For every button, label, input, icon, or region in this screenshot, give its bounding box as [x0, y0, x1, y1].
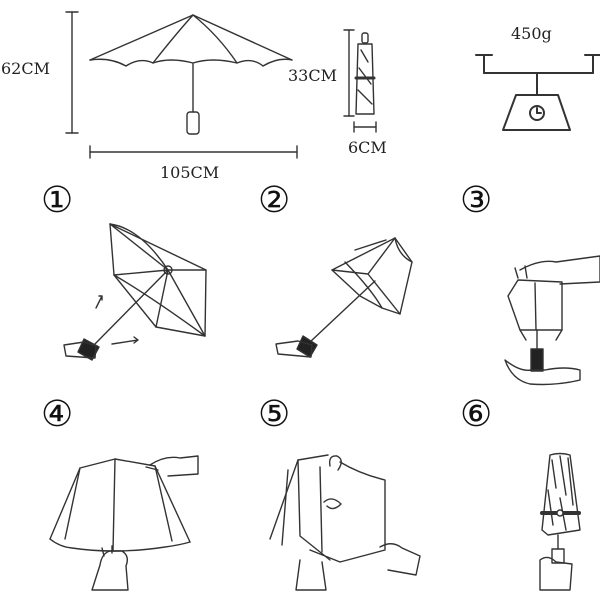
folded-length-label: 33CM [288, 66, 337, 85]
step-2-illustration [275, 237, 413, 358]
step-4-number: ④ [41, 394, 74, 435]
step-5-illustration [269, 454, 421, 591]
step-5-number: ⑤ [258, 394, 291, 435]
step-4-illustration [49, 455, 199, 591]
step-3-illustration [504, 255, 600, 386]
folded-length-dimension-line [343, 29, 355, 117]
weight-scale-icon [475, 54, 600, 131]
weight-label: 450g [511, 24, 552, 43]
folded-width-label: 6CM [348, 138, 387, 157]
length-label: 105CM [160, 163, 220, 182]
height-label: 62CM [1, 59, 50, 78]
step-1-number: ① [41, 180, 74, 221]
folded-umbrella-illustration [354, 32, 376, 115]
height-dimension-line [65, 11, 79, 134]
step-3-number: ③ [460, 180, 493, 221]
step-6-illustration [539, 452, 581, 591]
step-1-illustration [63, 223, 207, 361]
step-6-number: ⑥ [460, 394, 493, 435]
length-dimension-line [89, 145, 298, 159]
folded-width-dimension-line [353, 121, 377, 133]
open-umbrella-illustration [89, 14, 293, 135]
step-2-number: ② [258, 180, 291, 221]
